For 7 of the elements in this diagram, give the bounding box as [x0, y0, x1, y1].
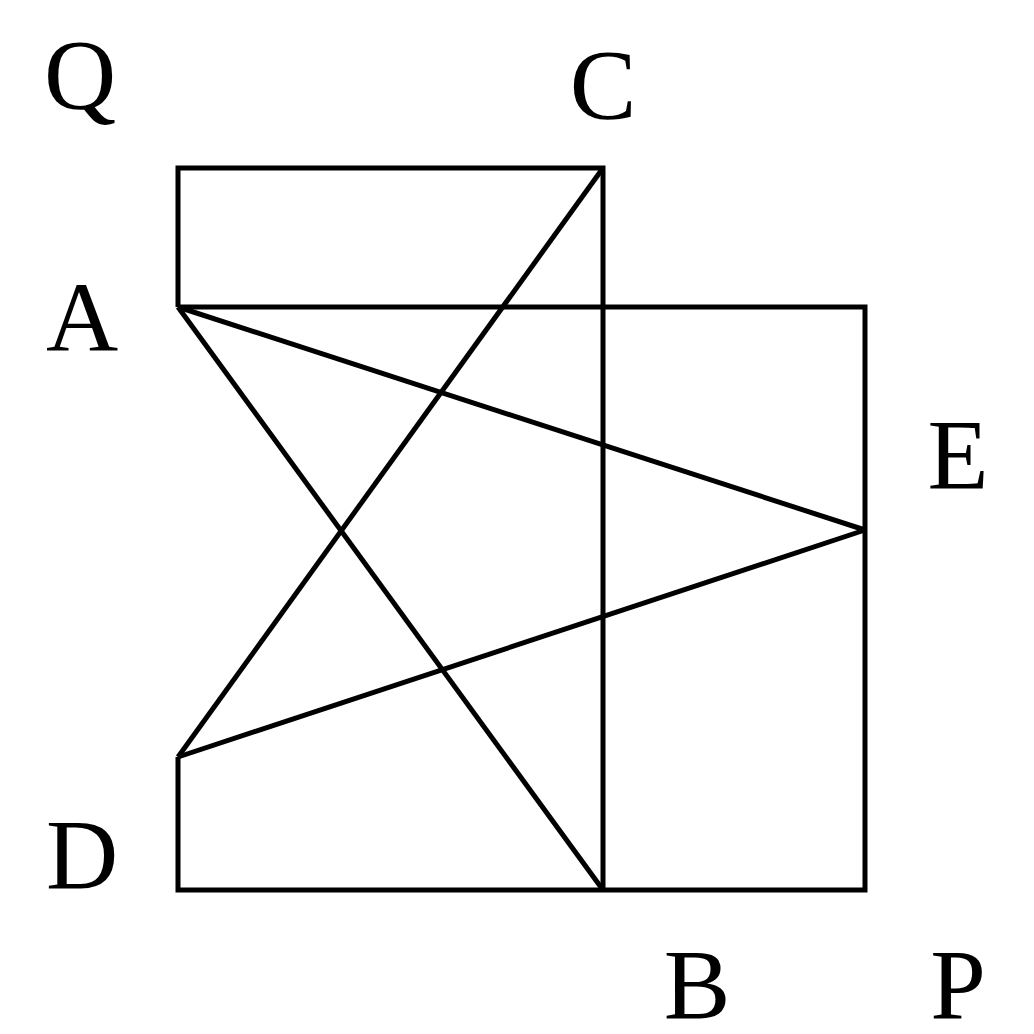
point-label: C: [569, 35, 637, 135]
point-label: A: [45, 268, 119, 368]
point-label: E: [927, 405, 989, 505]
point-label: D: [45, 805, 119, 905]
point-label: B: [663, 935, 731, 1034]
point-label: P: [930, 935, 986, 1034]
point-label: Q: [43, 25, 117, 125]
